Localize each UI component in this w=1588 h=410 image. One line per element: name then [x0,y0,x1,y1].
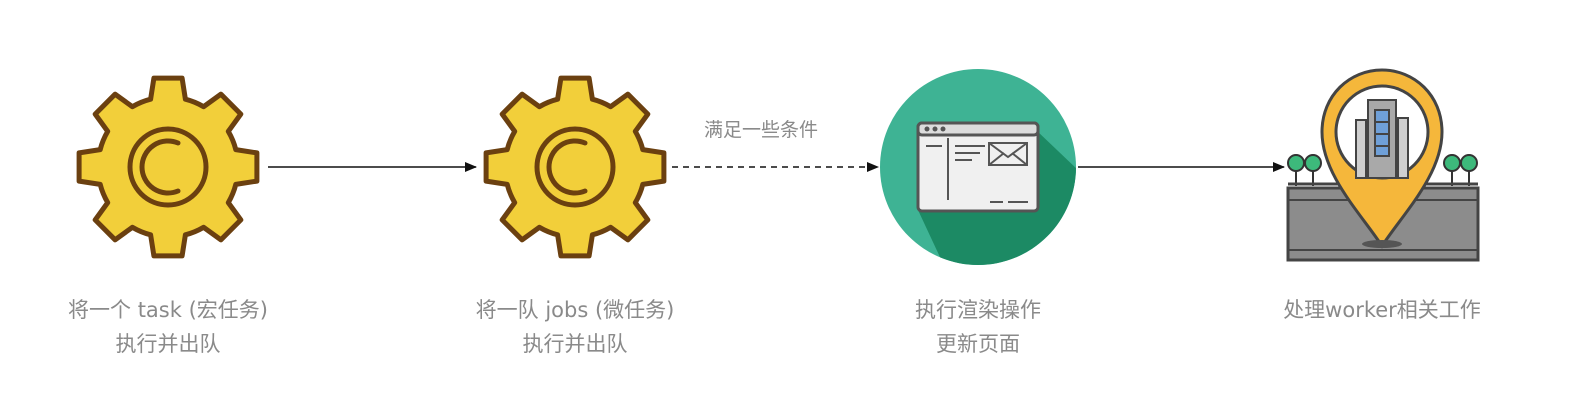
node-label-line: 处理worker相关工作 [1283,298,1481,322]
node-label: 执行渲染操作 更新页面 [915,293,1041,361]
node-label-line: 将一个 task (宏任务) [68,298,268,322]
node-label: 处理worker相关工作 [1283,293,1481,327]
edge-label: 满足一些条件 [704,119,819,141]
node-label: 将一队 jobs (微任务) 执行并出队 [476,293,675,361]
gear-icon [76,75,260,259]
node-label-line: 执行渲染操作 [915,298,1041,322]
node-label-line: 执行并出队 [522,332,628,356]
gear-icon [483,75,667,259]
map-pin-icon [1286,68,1480,262]
node-label: 将一个 task (宏任务) 执行并出队 [68,293,268,361]
browser-window-icon [880,69,1076,265]
node-label-line: 将一队 jobs (微任务) [475,298,675,322]
node-label-line: 执行并出队 [115,332,221,356]
node-label-line: 更新页面 [936,332,1020,356]
